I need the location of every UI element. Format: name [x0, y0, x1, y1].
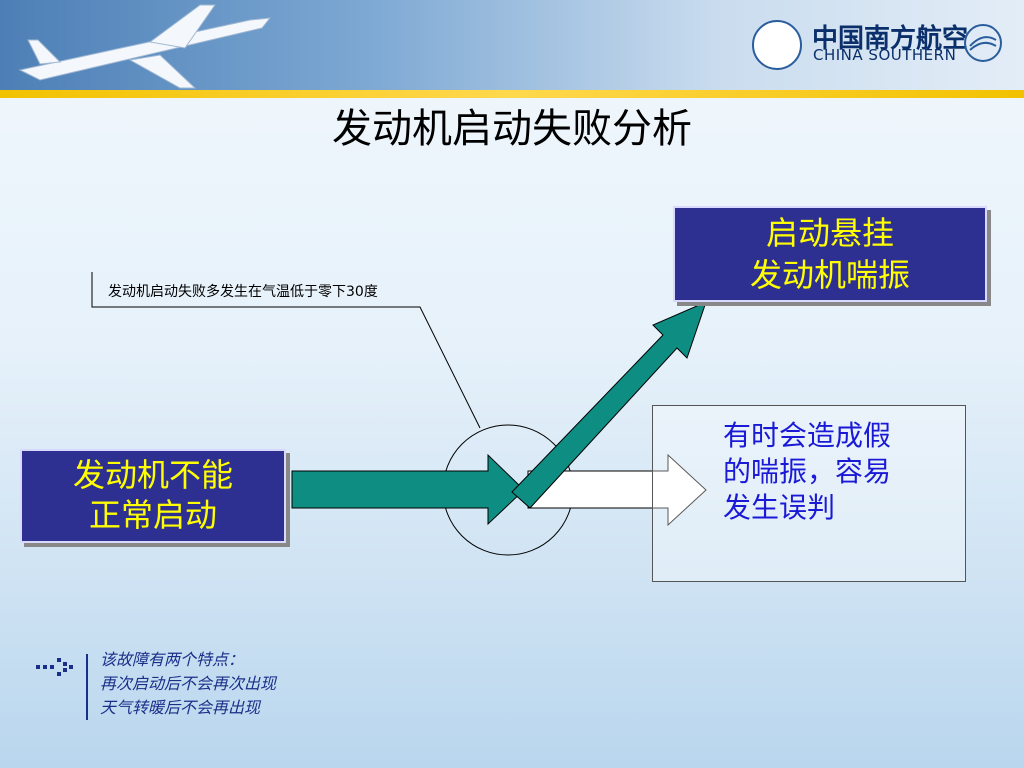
notes-divider [86, 654, 88, 720]
skyteam-icon [964, 24, 1002, 62]
airplane-icon [18, 4, 272, 89]
slide-title: 发动机启动失败分析 [332, 106, 692, 152]
callout-text: 发动机启动失败多发生在气温低于零下30度 [108, 284, 378, 300]
box-white-line-3: 发生误判 [723, 491, 836, 524]
note-line-1: 该故障有两个特点： [100, 650, 245, 669]
note-line-2: 再次启动后不会再次出现 [100, 674, 277, 693]
box-engine-fails-to-start: 发动机不能 正常启动 [20, 449, 286, 543]
box-right-line-2: 发动机喘振 [749, 256, 910, 294]
header-banner [0, 0, 1024, 92]
box-white-line-1: 有时会造成假 [723, 419, 892, 452]
china-southern-logo-icon [752, 20, 802, 70]
bullet-arrow-icon [36, 658, 73, 676]
box-left-line-1: 发动机不能 [72, 456, 233, 494]
box-right-line-1: 启动悬挂 [765, 214, 894, 252]
box-left-line-2: 正常启动 [88, 496, 217, 534]
header-stripe [0, 90, 1024, 98]
callout-leader-line [91, 272, 481, 429]
note-line-3: 天气转暖后不会再出现 [100, 698, 261, 717]
logo-text-en: CHINA SOUTHERN [813, 46, 957, 64]
notes-block: 该故障有两个特点： 再次启动后不会再次出现 天气转暖后不会再出现 [100, 648, 276, 720]
box-hung-start-surge: 启动悬挂 发动机喘振 [673, 206, 987, 302]
teal-arrow-diagonal [511, 301, 707, 509]
box-false-surge [652, 405, 966, 582]
teal-arrow-horizontal [291, 453, 525, 526]
box-white-line-2: 的喘振，容易 [723, 455, 892, 488]
box-false-surge-text: 有时会造成假 的喘振，容易 发生误判 [723, 418, 943, 526]
logo-text-cn: 中国南方航空 [812, 24, 969, 54]
white-arrow [527, 453, 707, 527]
